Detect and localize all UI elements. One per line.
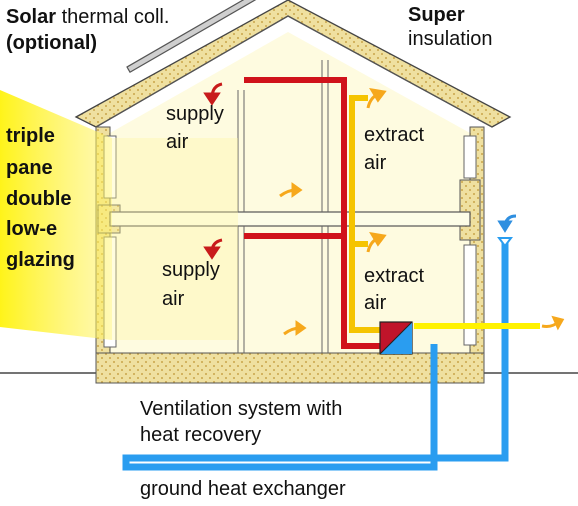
extract-arrow-icon xyxy=(366,87,387,109)
airflow-arrow-icon xyxy=(283,320,307,336)
sun-beam-inside xyxy=(112,138,238,340)
glazing-line-1: triple xyxy=(6,125,55,147)
solar-bold-text: Solar xyxy=(6,6,57,28)
supply-arrow-icon xyxy=(203,238,223,260)
window-right-lower xyxy=(463,244,477,346)
ventilation-label-1: Ventilation system with xyxy=(140,398,343,420)
ground-heat-exchanger-duct xyxy=(122,238,509,471)
sun-beam xyxy=(0,90,112,340)
extract-air-lower-2: air xyxy=(364,292,387,314)
solar-collector-label: Solar thermal coll. xyxy=(6,6,169,29)
extract-air-upper-2: air xyxy=(364,152,387,174)
extract-arrow-icon xyxy=(366,231,387,253)
supply-duct xyxy=(244,77,382,349)
floor-insulation xyxy=(95,352,485,384)
roof-inner-outline xyxy=(95,15,493,128)
solar-optional-label: (optional) xyxy=(6,32,98,54)
heat-recovery-divider xyxy=(379,321,413,355)
insulation-label: insulation xyxy=(408,28,493,50)
interior-partitions xyxy=(237,60,329,353)
air-intake xyxy=(497,237,513,248)
intake-arrow-icon xyxy=(497,214,517,233)
supply-air-upper-2: air xyxy=(166,131,189,153)
extract-air-upper-1: extract xyxy=(364,124,425,146)
ventilation-label-2: heat recovery xyxy=(140,424,262,446)
glazing-line-2: pane xyxy=(6,157,53,179)
solar-collector xyxy=(126,0,287,74)
extract-duct xyxy=(349,95,382,333)
glazing-line-5: glazing xyxy=(6,249,75,271)
glazing-line-4: low-e xyxy=(6,218,58,240)
supply-air-lower-1: supply xyxy=(162,259,220,281)
ground-heat-exchanger-label: ground heat exchanger xyxy=(140,478,346,500)
supply-arrow-icon xyxy=(203,82,223,106)
wall-block xyxy=(459,179,481,241)
solar-rest-text: thermal coll. xyxy=(56,6,170,28)
airflow-arrow-icon xyxy=(279,182,303,198)
window-right-upper xyxy=(463,135,477,179)
interior xyxy=(110,32,470,353)
supply-air-upper-1: supply xyxy=(166,103,224,125)
supply-air-lower-2: air xyxy=(162,288,185,310)
extract-air-lower-1: extract xyxy=(364,265,425,287)
super-label: Super xyxy=(408,4,465,26)
glazing-line-3: double xyxy=(6,188,72,210)
exhaust-arrow-icon xyxy=(541,315,565,331)
